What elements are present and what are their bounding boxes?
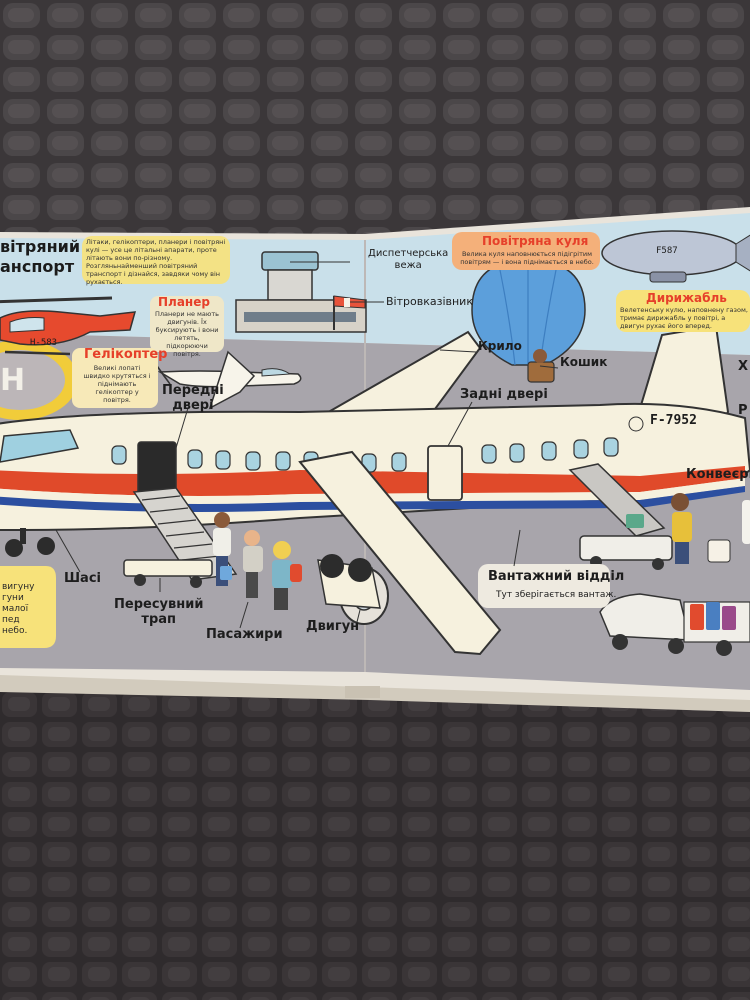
svg-text:H: H (0, 363, 25, 398)
passengers-group (213, 512, 302, 610)
yellow-note-line1: вигуну (2, 582, 35, 592)
yellow-note-line3: малої (2, 604, 29, 614)
basket-label: Кошик (560, 355, 608, 369)
yellow-note-line5: небо. (2, 626, 28, 636)
intro-text: Літаки, гелікоптери, планери і повітряні… (86, 238, 226, 286)
page-title-line2: анспорт (0, 257, 75, 276)
balloon-label: Повітряна куля (482, 234, 589, 248)
airship-registration: F587 (656, 246, 678, 256)
cargo-description: Тут зберігається вантаж. (496, 590, 617, 600)
helicopter-note (72, 348, 158, 408)
right-page-tab (742, 500, 750, 544)
helipad: H (0, 340, 78, 420)
edge-letter-top: Х (738, 359, 749, 374)
cargo-note (478, 564, 610, 608)
windsock-label: Вітровказівник (386, 295, 473, 308)
chassis-label: Шасі (64, 571, 101, 586)
landing-gear (5, 528, 372, 582)
airship-note (616, 290, 750, 332)
page-title-line1: вітряний (0, 237, 81, 256)
plane-registration: F-7952 (650, 413, 697, 428)
stairs-truck-icon (123, 487, 238, 588)
control-tower-label: Диспетчерська вежа (368, 248, 448, 271)
glider-description: Планери не мають двигунів. Їх буксирують… (155, 310, 219, 358)
cargo-label: Вантажний відділ (488, 569, 625, 584)
front-door-label-line2: двері (172, 397, 214, 413)
front-door-label-line1: Передні (162, 383, 224, 398)
control-tower-label-line1: Диспетчерська (368, 248, 449, 259)
airship-label: Дирижабль (646, 291, 727, 305)
glider-note (150, 296, 224, 352)
windsock-icon (333, 295, 366, 330)
yellow-note-line2: гуни (2, 593, 24, 603)
front-door-label: Передні двері (162, 383, 224, 414)
glider-label: Планер (158, 295, 210, 309)
passengers-label: Пасажири (206, 627, 283, 642)
rear-door-shape (427, 445, 463, 501)
airship-description: Велетенську кулю, наповнену газом, трима… (620, 306, 748, 330)
conveyor-label: Конвеєрн (686, 467, 750, 482)
conveyor-truck-icon (568, 463, 731, 570)
control-tower-label-line2: вежа (394, 259, 422, 271)
yellow-note-line4: пед (2, 615, 20, 625)
lower-wing (298, 450, 502, 656)
balloon-description: Велика куля наповнюється підігрітим пові… (460, 250, 594, 266)
helicopter-icon (0, 296, 137, 356)
stairs-label-line2: трап (141, 611, 177, 627)
balloon-note (452, 232, 600, 270)
helicopter-description: Великі лопаті швидко крутяться і підніма… (83, 364, 151, 404)
intro-note (82, 236, 230, 284)
helicopter-label: Гелікоптер (84, 347, 168, 362)
edge-letter-bottom: Р (738, 403, 748, 418)
luggage-cart-icon (599, 593, 750, 656)
stairs-label: Пересувний трап (114, 597, 204, 628)
engine-label: Двигун (306, 619, 360, 634)
wing-label: Крило (478, 339, 522, 353)
airship-icon (601, 230, 750, 283)
left-yellow-note-text: вигуну гуни малої пед небо. (2, 582, 34, 637)
leader-lines (55, 261, 559, 629)
monkey-icon (533, 349, 547, 363)
rear-door-label: Задні двері (460, 387, 548, 402)
left-yellow-note (0, 566, 56, 648)
stairs-label-line1: Пересувний (114, 597, 204, 612)
globe-icon (628, 416, 644, 432)
helicopter-registration: H-583 (30, 338, 58, 348)
